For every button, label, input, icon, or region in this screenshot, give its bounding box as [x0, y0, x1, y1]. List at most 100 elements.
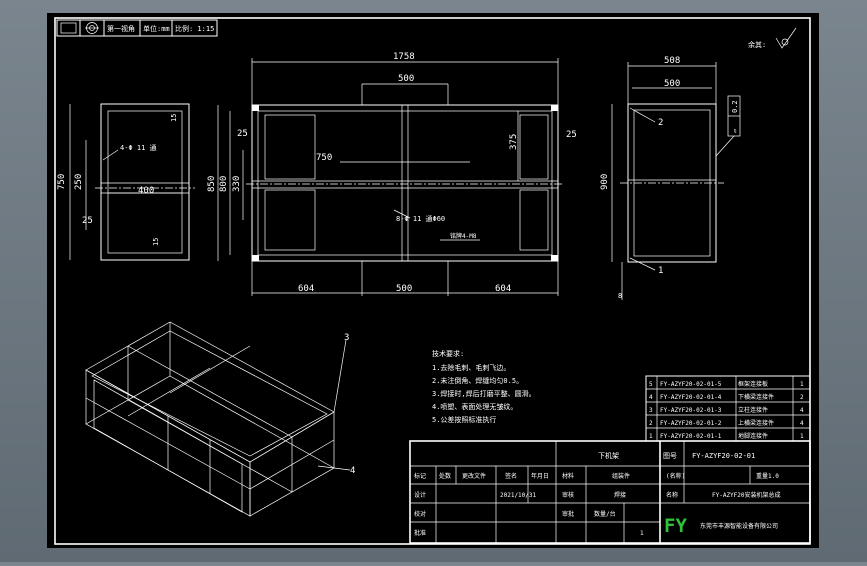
unit-label: 单位:mm: [143, 24, 170, 33]
bom-row-2-qty: 2: [800, 394, 804, 401]
roughness-note: 余其:: [748, 27, 797, 49]
dim-left-15-top: 15: [170, 114, 178, 122]
tech-req-item-1: 1.去除毛刺、毛刺飞边。: [432, 363, 510, 372]
flatness-symbol: ▱: [731, 128, 739, 133]
bom-row-1-name: 框架连接板: [738, 380, 768, 388]
tech-req-title: 技术要求:: [432, 349, 464, 358]
dim-front-500-bottom: 500: [396, 284, 412, 294]
dim-front-330: 330: [232, 176, 242, 192]
dim-front-1758: 1758: [393, 52, 415, 62]
material-label: 材料: [562, 472, 574, 480]
bom-row-5-name: 地脚连接件: [738, 432, 768, 440]
dim-front-800: 800: [219, 176, 229, 192]
qty-value: 1: [640, 530, 644, 537]
tech-req-item-4: 4.喷塑、表面处理无皱纹。: [432, 402, 517, 411]
bom-row-3-qty: 4: [800, 407, 804, 414]
design-label: 设计: [414, 491, 426, 499]
bom-row-2-name: 下横梁连接件: [738, 393, 774, 401]
tech-req-item-3: 3.焊接时,焊后打磨平整、圆滑。: [432, 389, 536, 398]
dim-front-604-right: 604: [495, 284, 511, 294]
roughness-label: 余其:: [748, 40, 766, 49]
flatness-callout: ▱ 0.2: [715, 95, 741, 157]
approve2-label: 批准: [414, 529, 426, 537]
isometric-view: 3 4: [85, 321, 355, 517]
tech-req-item-2: 2.未注倒角、焊缝均匀0.5。: [432, 376, 523, 385]
bom-row-5-no: 1: [649, 433, 653, 440]
title-header-label: 下机架: [598, 451, 619, 460]
view-label: 第一视角: [107, 24, 135, 33]
dim-front-750: 750: [316, 153, 332, 163]
balloon-2: 2: [658, 118, 663, 128]
left-view: 750 250 400 25 15 15 4-Φ 11 通: [57, 103, 195, 261]
dim-left-25: 25: [82, 216, 93, 226]
bom-row-3-name: 立柱连接件: [738, 406, 768, 414]
scale-label: 比例: 1:15: [175, 24, 214, 33]
bom-row-4-code: FY-AZYF20-02-01-2: [660, 420, 722, 427]
side-view: 508 500 900 8 2 1 ▱ 0.2: [600, 56, 741, 300]
dim-left-250: 250: [74, 174, 84, 190]
bom-row-3-no: 3: [649, 407, 653, 414]
bom-row-5-code: FY-AZYF20-02-01-1: [660, 433, 722, 440]
bom-row-1-code: FY-AZYF20-02-01-5: [660, 381, 722, 388]
bom-row-5-qty: 1: [800, 433, 804, 440]
review-label: 审核: [562, 491, 574, 499]
dim-left-15-bottom: 15: [152, 238, 160, 246]
date-value: 2021/10/31: [500, 492, 537, 499]
dim-front-500-top: 500: [398, 74, 414, 84]
balloon-4: 4: [350, 466, 355, 476]
dim-side-900: 900: [600, 174, 610, 190]
dim-front-375: 375: [509, 134, 519, 150]
bom-row-1-qty: 1: [800, 381, 804, 388]
bom-row-1-no: 5: [649, 381, 653, 388]
drawing-sheet: [47, 13, 819, 548]
tech-req-item-5: 5.公差按照标准执行: [432, 415, 496, 424]
approve-label: 审批: [562, 510, 574, 518]
dim-front-25-left: 25: [237, 129, 248, 139]
bom-row-4-name: 上横梁连接件: [738, 419, 774, 427]
front-view: 1758 500 750 375 25 25 850 800 330 604 5…: [207, 52, 577, 296]
balloon-1: 1: [658, 266, 663, 276]
left-hole-note: 4-Φ 11 通: [120, 143, 157, 152]
company-name: 东莞市丰源智能设备有限公司: [700, 522, 778, 530]
product-name: FY-AZYF20安装机架总成: [712, 491, 781, 499]
name-label: (名称): [666, 472, 685, 480]
roughness-check-icon: [775, 27, 797, 49]
bom-row-2-no: 4: [649, 394, 653, 401]
tech-requirements: 技术要求: 1.去除毛刺、毛刺飞边。 2.未注倒角、焊缝均匀0.5。 3.焊接时…: [432, 349, 536, 424]
projection-trapezoid-icon: [60, 22, 77, 34]
qty-label: 数量/台: [594, 510, 616, 518]
drawing-title-label: 名称: [666, 491, 678, 499]
dim-side-500: 500: [664, 79, 680, 89]
weight-label: 重量1.0: [756, 472, 779, 480]
dim-side-508: 508: [664, 56, 680, 66]
front-tag-note: 铭牌4-M8: [450, 232, 477, 240]
check-label: 校对: [414, 510, 426, 518]
count-label: 处数: [439, 472, 451, 480]
balloon-3: 3: [344, 333, 349, 343]
header-box: 第一视角 单位:mm 比例: 1:15: [56, 19, 218, 37]
drawing-no: FY-AZYF20-02-01: [692, 452, 755, 460]
drawing-border: [54, 17, 811, 545]
date-label: 年月日: [531, 472, 549, 480]
dim-front-850: 850: [207, 176, 217, 192]
bom-row-4-no: 2: [649, 420, 653, 427]
bom-row-4-qty: 4: [800, 420, 804, 427]
dim-front-604-left: 604: [298, 284, 314, 294]
title-block: 下机架 图号 FY-AZYF20-02-01 标记 处数 更改文件 签名 年月日…: [409, 440, 811, 544]
bom-table: 5 FY-AZYF20-02-01-5 框架连接板 1 4 FY-AZYF20-…: [645, 375, 811, 442]
part-label: 组装件: [612, 472, 630, 480]
bom-row-3-code: FY-AZYF20-02-01-3: [660, 407, 722, 414]
mark-label: 标记: [414, 472, 426, 480]
front-hole-note: 8-Φ 11 通Φ60: [396, 214, 445, 223]
drawing-no-label: 图号: [663, 452, 677, 460]
flatness-value: 0.2: [731, 100, 739, 113]
dim-left-400: 400: [138, 186, 154, 196]
process-label: 焊接: [614, 491, 626, 499]
fy-logo: FY: [664, 515, 687, 537]
sign-label: 签名: [505, 472, 517, 480]
dim-side-8: 8: [618, 292, 622, 300]
dim-front-25-right: 25: [566, 130, 577, 140]
change-label: 更改文件: [462, 472, 486, 480]
